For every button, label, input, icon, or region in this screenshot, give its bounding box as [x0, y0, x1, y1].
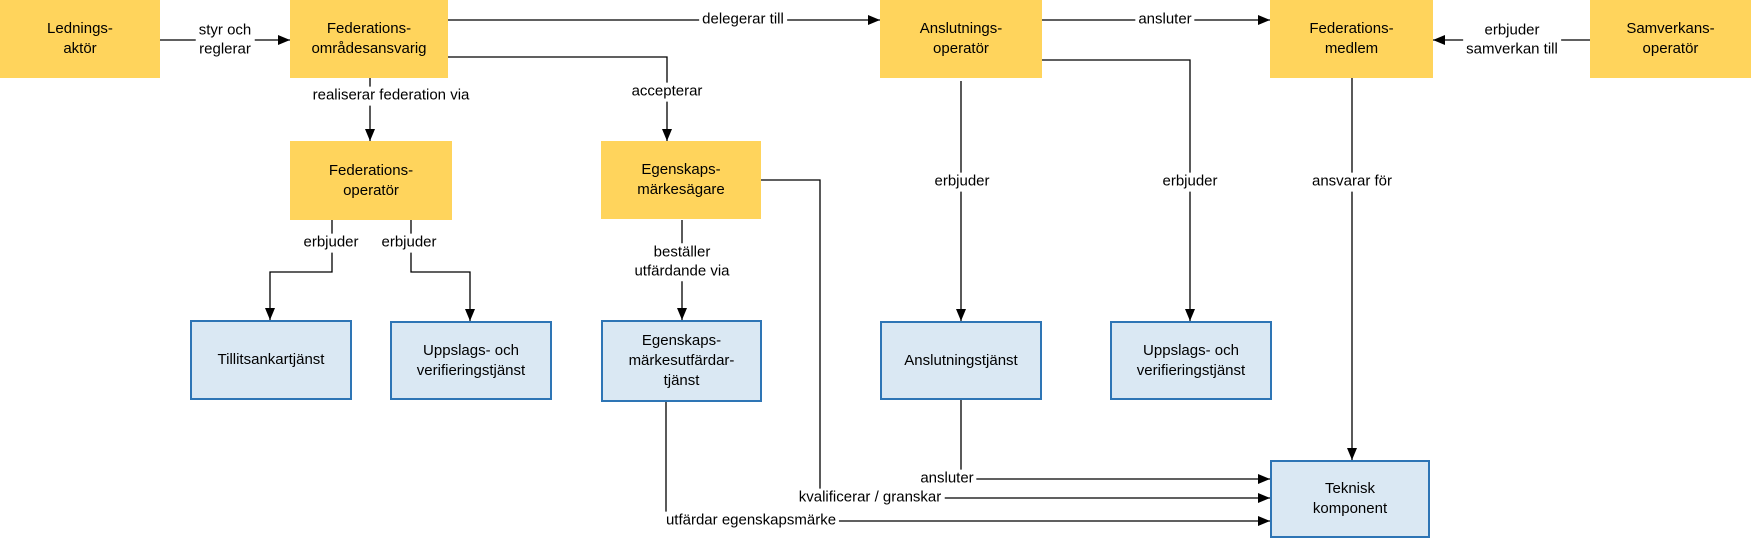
edge-label-erbjuder-samverkan-till: erbjuder samverkan till [1463, 21, 1561, 59]
node-federations-medlem: Federations- medlem [1270, 0, 1433, 78]
edge-label-erbjuder-tillitsankartjanst: erbjuder [300, 233, 362, 253]
edge-label-bestaller-utfardande-via: beställer utfärdande via [631, 243, 733, 281]
node-anslutningstjanst: Anslutningstjänst [880, 321, 1042, 400]
edge-label-erbjuder-uppslagstjanst-vanster: erbjuder [378, 233, 440, 253]
node-teknisk-komponent: Teknisk komponent [1270, 460, 1430, 538]
edge-kvalificerar-granskar [761, 179, 1270, 503]
node-uppslags-verifieringstjanst-vanster: Uppslags- och verifieringstjänst [390, 321, 552, 400]
node-uppslags-verifieringstjanst-hoger: Uppslags- och verifieringstjänst [1110, 321, 1272, 400]
edge-label-ansvarar-for: ansvarar för [1308, 172, 1396, 192]
edge-label-ansluter-teknisk-komponent: ansluter [917, 469, 977, 489]
edge-label-realiserar-federation-via: realiserar federation via [309, 86, 473, 106]
edge-label-utfardar-egenskapsmarke: utfärdar egenskapsmärke [662, 511, 840, 531]
node-egenskaps-markesagare: Egenskaps- märkesägare [601, 141, 761, 219]
edge-label-delegerar-till: delegerar till [699, 10, 787, 30]
node-egenskaps-markesutfardar-tjanst: Egenskaps- märkesutfärdar- tjänst [601, 320, 762, 402]
edge-label-erbjuder-anslutningstjanst: erbjuder [931, 172, 993, 192]
node-anslutnings-operator: Anslutnings- operatör [880, 0, 1042, 78]
edge-erbjuder-uppslagstjanst-hoger [1042, 59, 1195, 321]
edge-label-erbjuder-uppslagstjanst-hoger: erbjuder [1159, 172, 1221, 192]
edge-ansluter-teknisk-komponent [960, 400, 1270, 484]
node-lednings-aktor: Lednings- aktör [0, 0, 160, 78]
edge-utfardar-egenskapsmarke [665, 402, 1270, 526]
edge-label-styr-och-reglerar: styr och reglerar [195, 21, 255, 59]
edge-label-ansluter: ansluter [1135, 10, 1195, 30]
node-federations-omradesansvarig: Federations- områdesansvarig [290, 0, 448, 78]
edge-accepterar [448, 56, 672, 141]
node-tillitsankartjanst: Tillitsankartjänst [190, 320, 352, 400]
node-federations-operator: Federations- operatör [290, 141, 452, 220]
edge-label-accepterar: accepterar [628, 82, 706, 102]
node-samverkans-operator: Samverkans- operatör [1590, 0, 1751, 78]
edge-label-kvalificerar-granskar: kvalificerar / granskar [795, 488, 945, 508]
